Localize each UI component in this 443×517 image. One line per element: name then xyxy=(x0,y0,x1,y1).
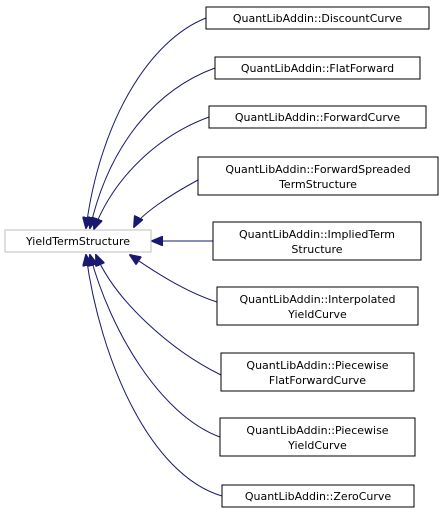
edge-forwardcurve xyxy=(94,116,210,229)
class-node-box xyxy=(214,56,421,80)
edge-forwardspreaded xyxy=(134,179,199,227)
edge-zerocurve xyxy=(86,255,223,497)
inheritance-edges xyxy=(86,17,223,497)
edge-discountcurve xyxy=(86,17,207,228)
class-node-box xyxy=(221,484,415,508)
class-node-zerocurve[interactable]: QuantLibAddin::ZeroCurve xyxy=(221,484,415,508)
class-node-label-line2: TermStructure xyxy=(278,178,357,191)
class-node-impliedterm[interactable]: QuantLibAddin::ImpliedTerm Structure xyxy=(212,221,422,261)
class-node-box xyxy=(212,221,422,261)
class-node-box xyxy=(197,156,439,196)
class-node-label-line2: YieldCurve xyxy=(287,308,347,321)
class-node-label-line1: QuantLibAddin::ForwardSpreaded xyxy=(225,163,410,176)
base-class-node[interactable]: YieldTermStructure xyxy=(4,229,152,253)
class-node-label-line2: FlatForwardCurve xyxy=(269,374,366,387)
class-node-piecewise-yieldcurve[interactable]: QuantLibAddin::Piecewise YieldCurve xyxy=(219,417,416,457)
class-node-box xyxy=(220,352,415,392)
edge-piecewise-flat xyxy=(96,255,222,376)
base-class-label: YieldTermStructure xyxy=(25,235,130,248)
edge-piecewise-yield xyxy=(90,255,221,438)
class-node-label: QuantLibAddin::ForwardCurve xyxy=(235,111,400,124)
class-node-label: QuantLibAddin::FlatForward xyxy=(241,62,394,75)
derived-class-nodes: QuantLibAddin::DiscountCurve QuantLibAdd… xyxy=(197,6,439,508)
edge-interpolated xyxy=(130,255,218,303)
class-node-discountcurve[interactable]: QuantLibAddin::DiscountCurve xyxy=(205,6,430,30)
base-class-box xyxy=(4,229,152,253)
class-node-label-line1: QuantLibAddin::ImpliedTerm xyxy=(239,228,395,241)
class-node-label-line1: QuantLibAddin::Interpolated xyxy=(240,293,396,306)
class-node-label-line2: YieldCurve xyxy=(287,439,347,452)
class-node-box xyxy=(205,6,430,30)
class-node-piecewise-flatforward[interactable]: QuantLibAddin::Piecewise FlatForwardCurv… xyxy=(220,352,415,392)
class-node-interpolated[interactable]: QuantLibAddin::Interpolated YieldCurve xyxy=(216,286,419,326)
class-node-label-line2: Structure xyxy=(291,243,342,256)
class-node-box xyxy=(219,417,416,457)
class-node-forwardspreaded[interactable]: QuantLibAddin::ForwardSpreaded TermStruc… xyxy=(197,156,439,196)
class-node-label: QuantLibAddin::ZeroCurve xyxy=(245,490,392,503)
class-node-box xyxy=(216,286,419,326)
class-node-box xyxy=(208,105,427,129)
class-node-forwardcurve[interactable]: QuantLibAddin::ForwardCurve xyxy=(208,105,427,129)
edge-flatforward xyxy=(90,67,216,228)
class-node-label-line1: QuantLibAddin::Piecewise xyxy=(246,359,388,372)
class-node-flatforward[interactable]: QuantLibAddin::FlatForward xyxy=(214,56,421,80)
class-node-label: QuantLibAddin::DiscountCurve xyxy=(233,12,403,25)
class-node-label-line1: QuantLibAddin::Piecewise xyxy=(246,424,388,437)
